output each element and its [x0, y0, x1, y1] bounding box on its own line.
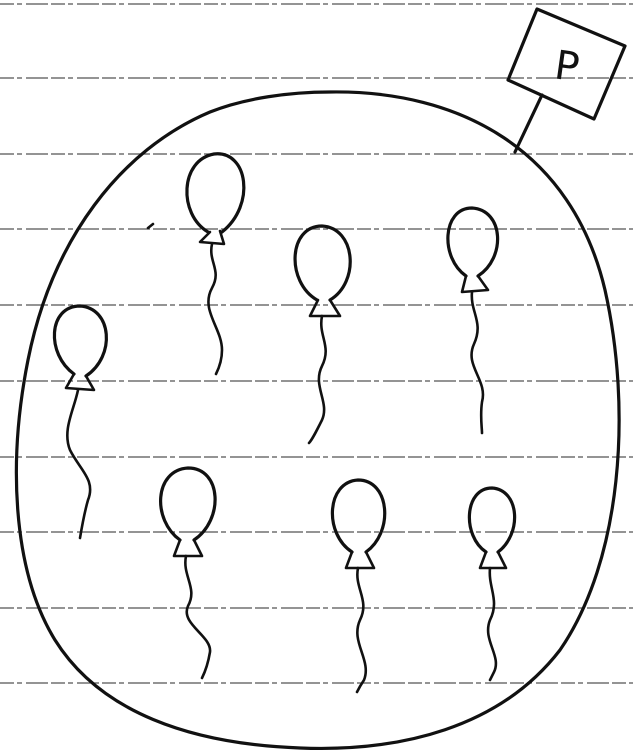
balloon-knot	[480, 552, 506, 568]
balloon-string	[185, 556, 210, 678]
balloon	[54, 306, 106, 538]
balloon-knot	[462, 276, 488, 292]
sign-post	[515, 95, 542, 152]
balloon-string	[472, 292, 483, 433]
balloon	[295, 226, 350, 443]
balloon-body	[54, 306, 106, 376]
sign: P	[508, 9, 625, 152]
balloon-knot	[346, 552, 374, 568]
balloon-body	[161, 468, 215, 540]
stray-mark	[148, 224, 153, 228]
balloon-body	[295, 226, 350, 300]
balloon-string	[309, 316, 326, 443]
balloon	[469, 488, 514, 680]
balloon	[187, 154, 244, 374]
balloon-string	[488, 568, 496, 680]
big-circle	[16, 92, 619, 748]
balloon-body	[448, 208, 498, 276]
balloon-string	[67, 390, 90, 538]
balloon-string	[208, 244, 222, 374]
balloon	[332, 480, 384, 692]
balloon-knot	[310, 300, 340, 316]
balloon-knot	[66, 374, 94, 390]
balloon-knot	[200, 231, 224, 244]
balloon-body	[332, 480, 384, 552]
balloon-body	[187, 154, 244, 232]
balloon-body	[469, 488, 514, 552]
sign-letter: P	[552, 43, 582, 92]
balloon-string	[357, 568, 366, 692]
balloon	[448, 208, 498, 433]
balloon	[161, 468, 215, 678]
balloon-knot	[174, 540, 202, 556]
